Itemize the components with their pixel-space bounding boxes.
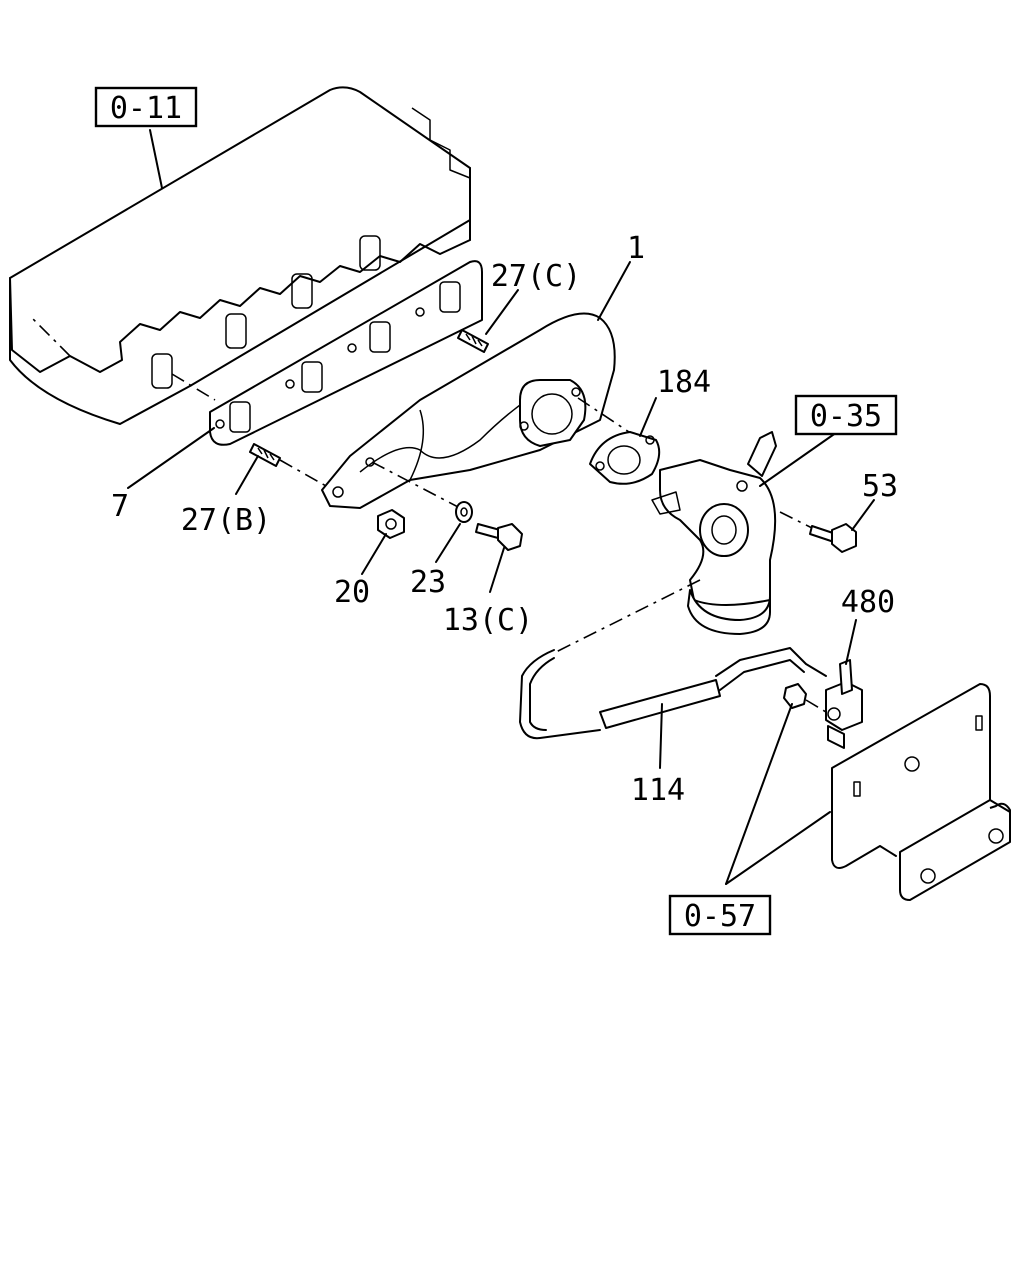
bolt-0-57 xyxy=(783,683,807,709)
bolt-53 xyxy=(809,523,857,553)
stud-27b xyxy=(249,443,281,467)
ref-box-0-11: 0-11 xyxy=(94,86,198,128)
ref-0-35-text: 0-35 xyxy=(810,399,882,434)
label-13c: 13(C) xyxy=(443,603,533,638)
mounting-bracket xyxy=(831,683,1011,901)
ref-box-0-57: 0-57 xyxy=(668,894,772,936)
label-184: 184 xyxy=(657,365,711,400)
hose-114 xyxy=(519,647,827,740)
exhaust-manifold xyxy=(321,312,616,509)
label-7: 7 xyxy=(111,489,129,524)
gasket-184 xyxy=(589,431,661,485)
nut-20 xyxy=(377,509,405,539)
cylinder-head xyxy=(9,86,471,425)
label-27c: 27(C) xyxy=(491,259,581,294)
manifold-gasket xyxy=(209,260,483,446)
label-27b: 27(B) xyxy=(181,503,271,538)
stud-27c xyxy=(457,329,489,353)
label-480: 480 xyxy=(841,585,895,620)
ref-0-57-text: 0-57 xyxy=(684,899,756,934)
bolt-13c xyxy=(475,523,523,551)
ref-0-11-text: 0-11 xyxy=(110,91,182,126)
label-114: 114 xyxy=(631,773,685,808)
label-20: 20 xyxy=(334,575,370,610)
label-1: 1 xyxy=(627,231,645,266)
washer-23 xyxy=(455,501,473,523)
label-23: 23 xyxy=(410,565,446,600)
leader-lines xyxy=(127,129,875,885)
valve-480 xyxy=(825,659,863,749)
ref-box-0-35: 0-35 xyxy=(794,394,898,436)
exhaust-pipe-elbow xyxy=(651,431,777,635)
label-53: 53 xyxy=(862,469,898,504)
